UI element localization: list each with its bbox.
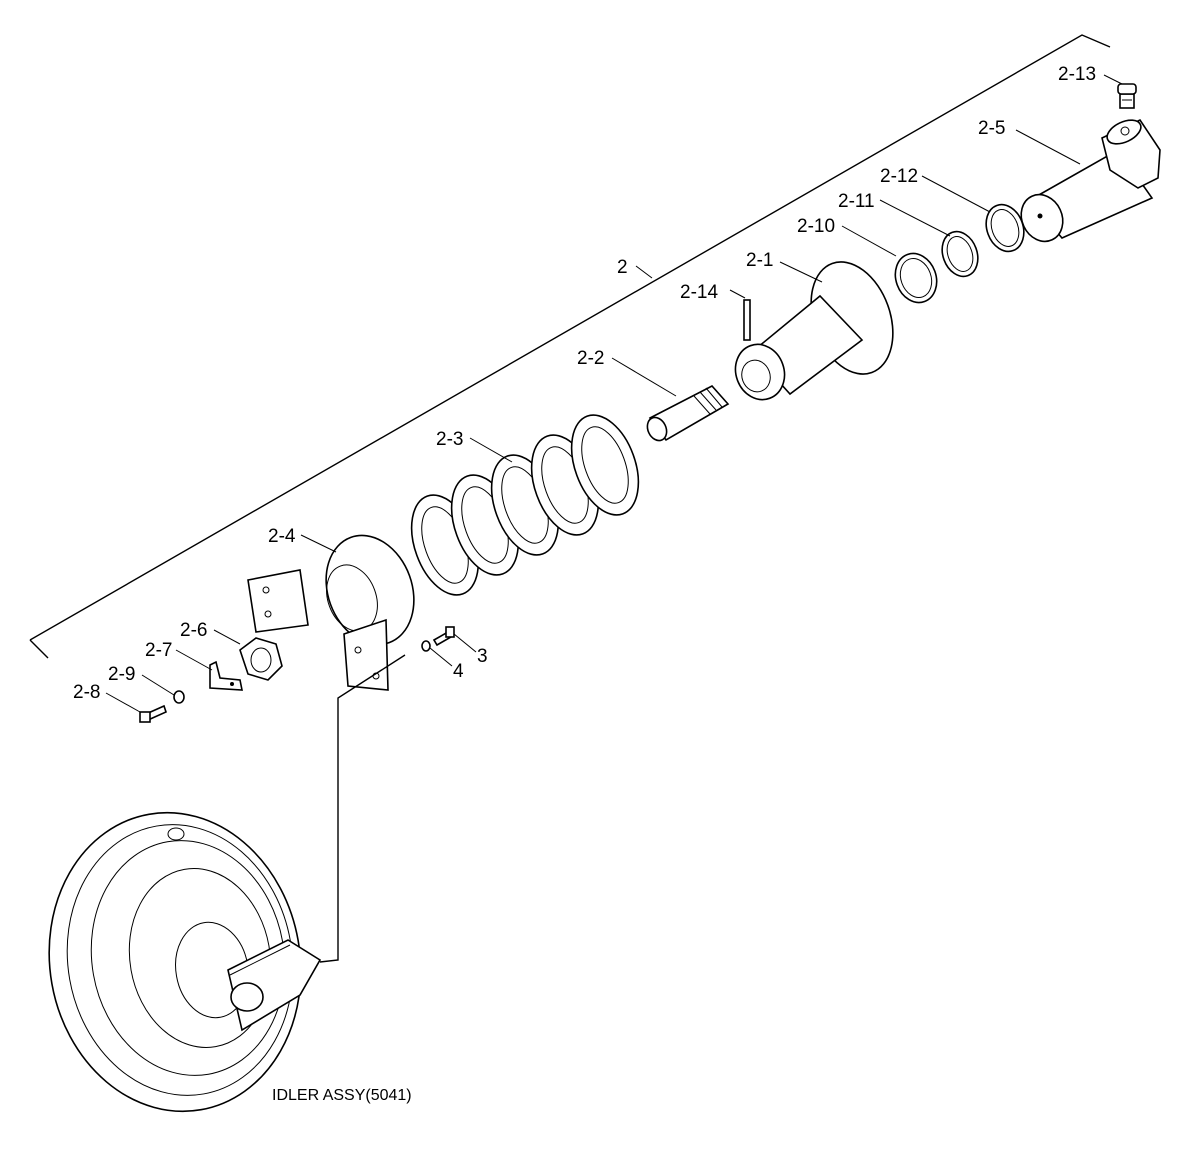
part-2-10-ring [894,252,938,304]
leader-lines [105,74,1123,713]
part-2-2-threaded-rod [646,385,730,442]
label-2-2: 2-2 [577,348,604,369]
part-2-5-rod [1020,118,1161,243]
part-2-8-bolt [139,704,167,723]
label-2-10: 2-10 [797,216,835,237]
assembly-bracket-line [29,34,1111,659]
part-2-9-washer [173,690,185,704]
label-2-12: 2-12 [880,166,918,187]
part-2-1-cylinder [734,261,894,401]
part-2-7-plate [209,660,243,691]
label-2-5: 2-5 [978,118,1005,139]
label-3: 3 [477,646,488,667]
label-2-1: 2-1 [746,250,773,271]
label-2-4: 2-4 [268,526,296,547]
part-2-11-snap-ring [941,230,979,278]
part-2-13-grease-fitting [1117,83,1137,109]
part-labels: 2 2-1 2-2 2-3 2-4 2-5 2-6 2-7 2-8 2-9 2-… [73,64,1096,703]
part-2-6-nut [239,637,283,681]
idler-assy-caption: IDLER ASSY(5041) [272,1087,412,1104]
label-2-7: 2-7 [145,640,172,661]
part-2-14-pin [743,299,751,341]
idler-assy-wheel [48,811,322,1113]
label-2-13: 2-13 [1058,64,1096,85]
label-2-6: 2-6 [180,620,207,641]
part-4-washer [421,640,431,652]
part-3-bolt [432,626,455,647]
part-2-3-coil-spring [410,414,640,596]
label-2-8: 2-8 [73,682,100,703]
label-2-9: 2-9 [108,664,135,685]
label-4: 4 [453,661,464,682]
idler-connector-line [319,654,406,963]
part-2-12-ring [985,203,1025,253]
label-2-3: 2-3 [436,429,463,450]
label-2: 2 [617,257,628,278]
label-2-14: 2-14 [680,282,718,303]
part-2-4-bracket [247,534,415,691]
label-2-11: 2-11 [838,191,875,212]
